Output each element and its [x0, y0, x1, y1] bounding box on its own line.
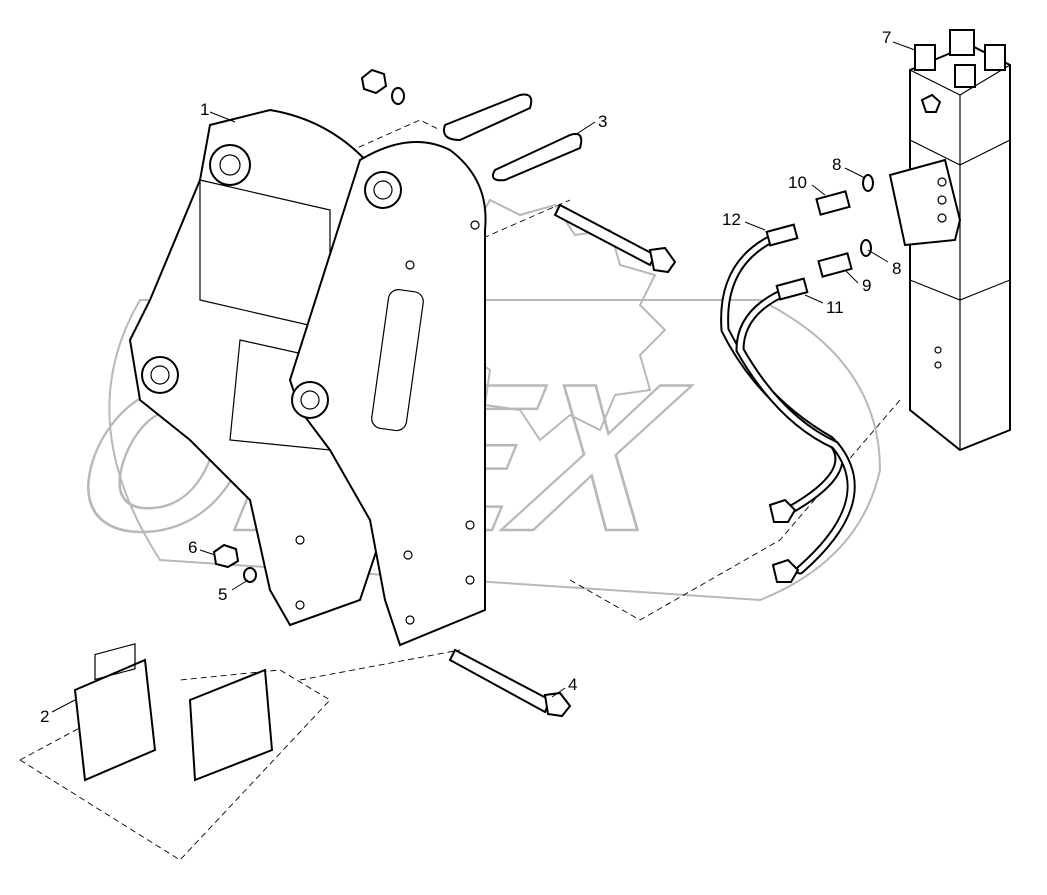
callout-11: 11 [826, 298, 844, 317]
link-part-3 [443, 93, 583, 182]
callout-7: 7 [882, 28, 891, 47]
callout-6: 6 [188, 538, 197, 557]
callout-2: 2 [40, 707, 49, 726]
callout-1: 1 [200, 100, 209, 119]
callouts: 1 2 3 4 5 6 7 8 8 9 10 11 12 [40, 28, 901, 726]
bolt-top [553, 203, 677, 274]
plate-part-2 [73, 643, 274, 782]
callout-9: 9 [862, 276, 871, 295]
hose-assembly [720, 223, 856, 583]
callout-10: 10 [788, 173, 807, 192]
callout-5: 5 [218, 585, 227, 604]
nut-top [360, 68, 405, 105]
bolt-part-4 [448, 648, 572, 718]
nut-part-6 [212, 543, 257, 583]
callout-8a: 8 [832, 155, 841, 174]
leader-lines [51, 41, 916, 713]
fittings [815, 174, 874, 278]
bracket-right-plate [288, 141, 487, 647]
callout-3: 3 [598, 112, 607, 131]
callout-12: 12 [722, 210, 741, 229]
valve-block-part-7 [888, 29, 1011, 452]
callout-8b: 8 [892, 259, 901, 278]
callout-4: 4 [568, 675, 577, 694]
